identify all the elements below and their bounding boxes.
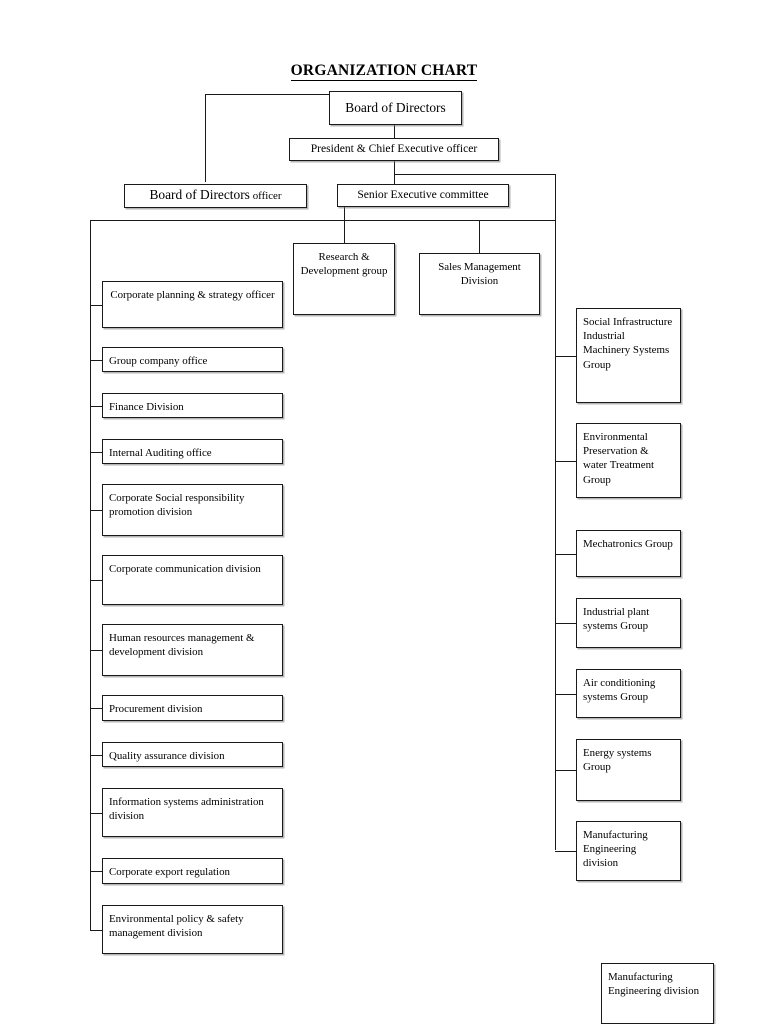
node-sales-management-division-label: Sales Management Division (438, 261, 521, 288)
right-node-1-connector (555, 461, 576, 462)
right-node-6-connector (555, 851, 576, 852)
right-node-2-label: Mechatronics Group (583, 538, 673, 550)
left-node-3[interactable]: Internal Auditing office (102, 439, 283, 464)
right-node-0-label: Social Infrastructure Industrial Machine… (583, 316, 673, 371)
left-node-1-label: Group company office (109, 355, 208, 367)
left-node-11-label: Environmental policy & safety management… (109, 913, 244, 940)
left-node-6-label: Human resources management & development… (109, 632, 255, 659)
left-node-8-connector (90, 755, 102, 756)
left-node-7-label: Procurement division (109, 703, 203, 715)
left-node-10-connector (90, 871, 102, 872)
left-node-0[interactable]: Corporate planning & strategy officer (102, 281, 283, 328)
connector-president-to-right (394, 174, 555, 175)
left-node-11-connector (90, 930, 102, 931)
left-node-5-connector (90, 580, 102, 581)
node-bod-officer-main: Board of Directors (149, 187, 250, 203)
right-node-5-label: Energy systems Group (583, 747, 652, 774)
left-node-6-connector (90, 650, 102, 651)
node-research-development-group[interactable]: Research & Development group (293, 243, 395, 315)
left-node-8[interactable]: Quality assurance division (102, 742, 283, 767)
main-bracket-horizontal (90, 220, 556, 221)
left-node-8-label: Quality assurance division (109, 750, 225, 762)
left-node-5-label: Corporate communication division (109, 563, 261, 575)
left-node-2-connector (90, 406, 102, 407)
node-detached-manufacturing-engineering[interactable]: Manufacturing Engineering division (601, 963, 714, 1024)
left-node-2-label: Finance Division (109, 401, 184, 413)
right-node-0[interactable]: Social Infrastructure Industrial Machine… (576, 308, 681, 403)
right-node-1-label: Environmental Preservation & water Treat… (583, 431, 655, 486)
left-node-5[interactable]: Corporate communication division (102, 555, 283, 605)
left-node-7-connector (90, 708, 102, 709)
connector-president-stem (394, 161, 395, 183)
node-board-of-directors-label: Board of Directors (345, 99, 446, 115)
right-node-0-connector (555, 356, 576, 357)
left-node-10-label: Corporate export regulation (109, 866, 230, 878)
right-node-6[interactable]: Manufacturing Engineering division (576, 821, 681, 881)
left-node-4-label: Corporate Social responsibility promotio… (109, 492, 245, 519)
left-node-6[interactable]: Human resources management & development… (102, 624, 283, 676)
node-detached-manufacturing-engineering-label: Manufacturing Engineering division (608, 971, 700, 998)
right-node-4-connector (555, 694, 576, 695)
connector-bod-to-left (205, 94, 329, 95)
connector-bod-left-down (205, 94, 206, 182)
left-node-1-connector (90, 360, 102, 361)
node-senior-executive-committee-label: Senior Executive committee (357, 188, 489, 202)
right-node-2-connector (555, 554, 576, 555)
node-senior-executive-committee[interactable]: Senior Executive committee (337, 184, 509, 207)
right-node-3[interactable]: Industrial plant systems Group (576, 598, 681, 648)
left-node-4-connector (90, 510, 102, 511)
right-node-3-connector (555, 623, 576, 624)
left-node-4[interactable]: Corporate Social responsibility promotio… (102, 484, 283, 536)
right-spine (555, 174, 556, 850)
node-board-of-directors[interactable]: Board of Directors (329, 91, 462, 125)
right-node-4[interactable]: Air conditioning systems Group (576, 669, 681, 718)
right-node-6-label: Manufacturing Engineering division (583, 829, 648, 870)
left-node-11[interactable]: Environmental policy & safety management… (102, 905, 283, 954)
page-title-text: ORGANIZATION CHART (290, 62, 478, 81)
left-node-10[interactable]: Corporate export regulation (102, 858, 283, 884)
connector-bod-to-president (394, 125, 395, 139)
connector-to-sales-mgmt (479, 220, 480, 253)
connector-to-senior-exec (394, 174, 395, 184)
node-president-ceo[interactable]: President & Chief Executive officer (289, 138, 499, 161)
page-title: ORGANIZATION CHART (0, 62, 768, 81)
node-board-of-directors-officer[interactable]: Board of Directors officer (124, 184, 307, 208)
left-node-9-connector (90, 813, 102, 814)
right-node-5[interactable]: Energy systems Group (576, 739, 681, 801)
right-node-1[interactable]: Environmental Preservation & water Treat… (576, 423, 681, 498)
node-bod-officer-suffix: officer (252, 190, 282, 203)
left-node-2[interactable]: Finance Division (102, 393, 283, 418)
connector-senior-to-rnd (344, 207, 345, 243)
right-node-2[interactable]: Mechatronics Group (576, 530, 681, 577)
left-spine (90, 220, 91, 931)
left-node-3-connector (90, 452, 102, 453)
node-sales-management-division[interactable]: Sales Management Division (419, 253, 540, 315)
node-research-development-group-label: Research & Development group (300, 251, 388, 278)
node-president-ceo-label: President & Chief Executive officer (310, 142, 478, 156)
left-node-3-label: Internal Auditing office (109, 447, 212, 459)
left-node-0-label: Corporate planning & strategy officer (110, 289, 275, 301)
left-node-7[interactable]: Procurement division (102, 695, 283, 721)
left-node-0-connector (90, 305, 102, 306)
right-node-4-label: Air conditioning systems Group (583, 677, 656, 704)
left-node-9[interactable]: Information systems administration divis… (102, 788, 283, 837)
left-node-9-label: Information systems administration divis… (109, 796, 264, 823)
left-node-1[interactable]: Group company office (102, 347, 283, 372)
right-node-3-label: Industrial plant systems Group (583, 606, 650, 633)
right-node-5-connector (555, 770, 576, 771)
